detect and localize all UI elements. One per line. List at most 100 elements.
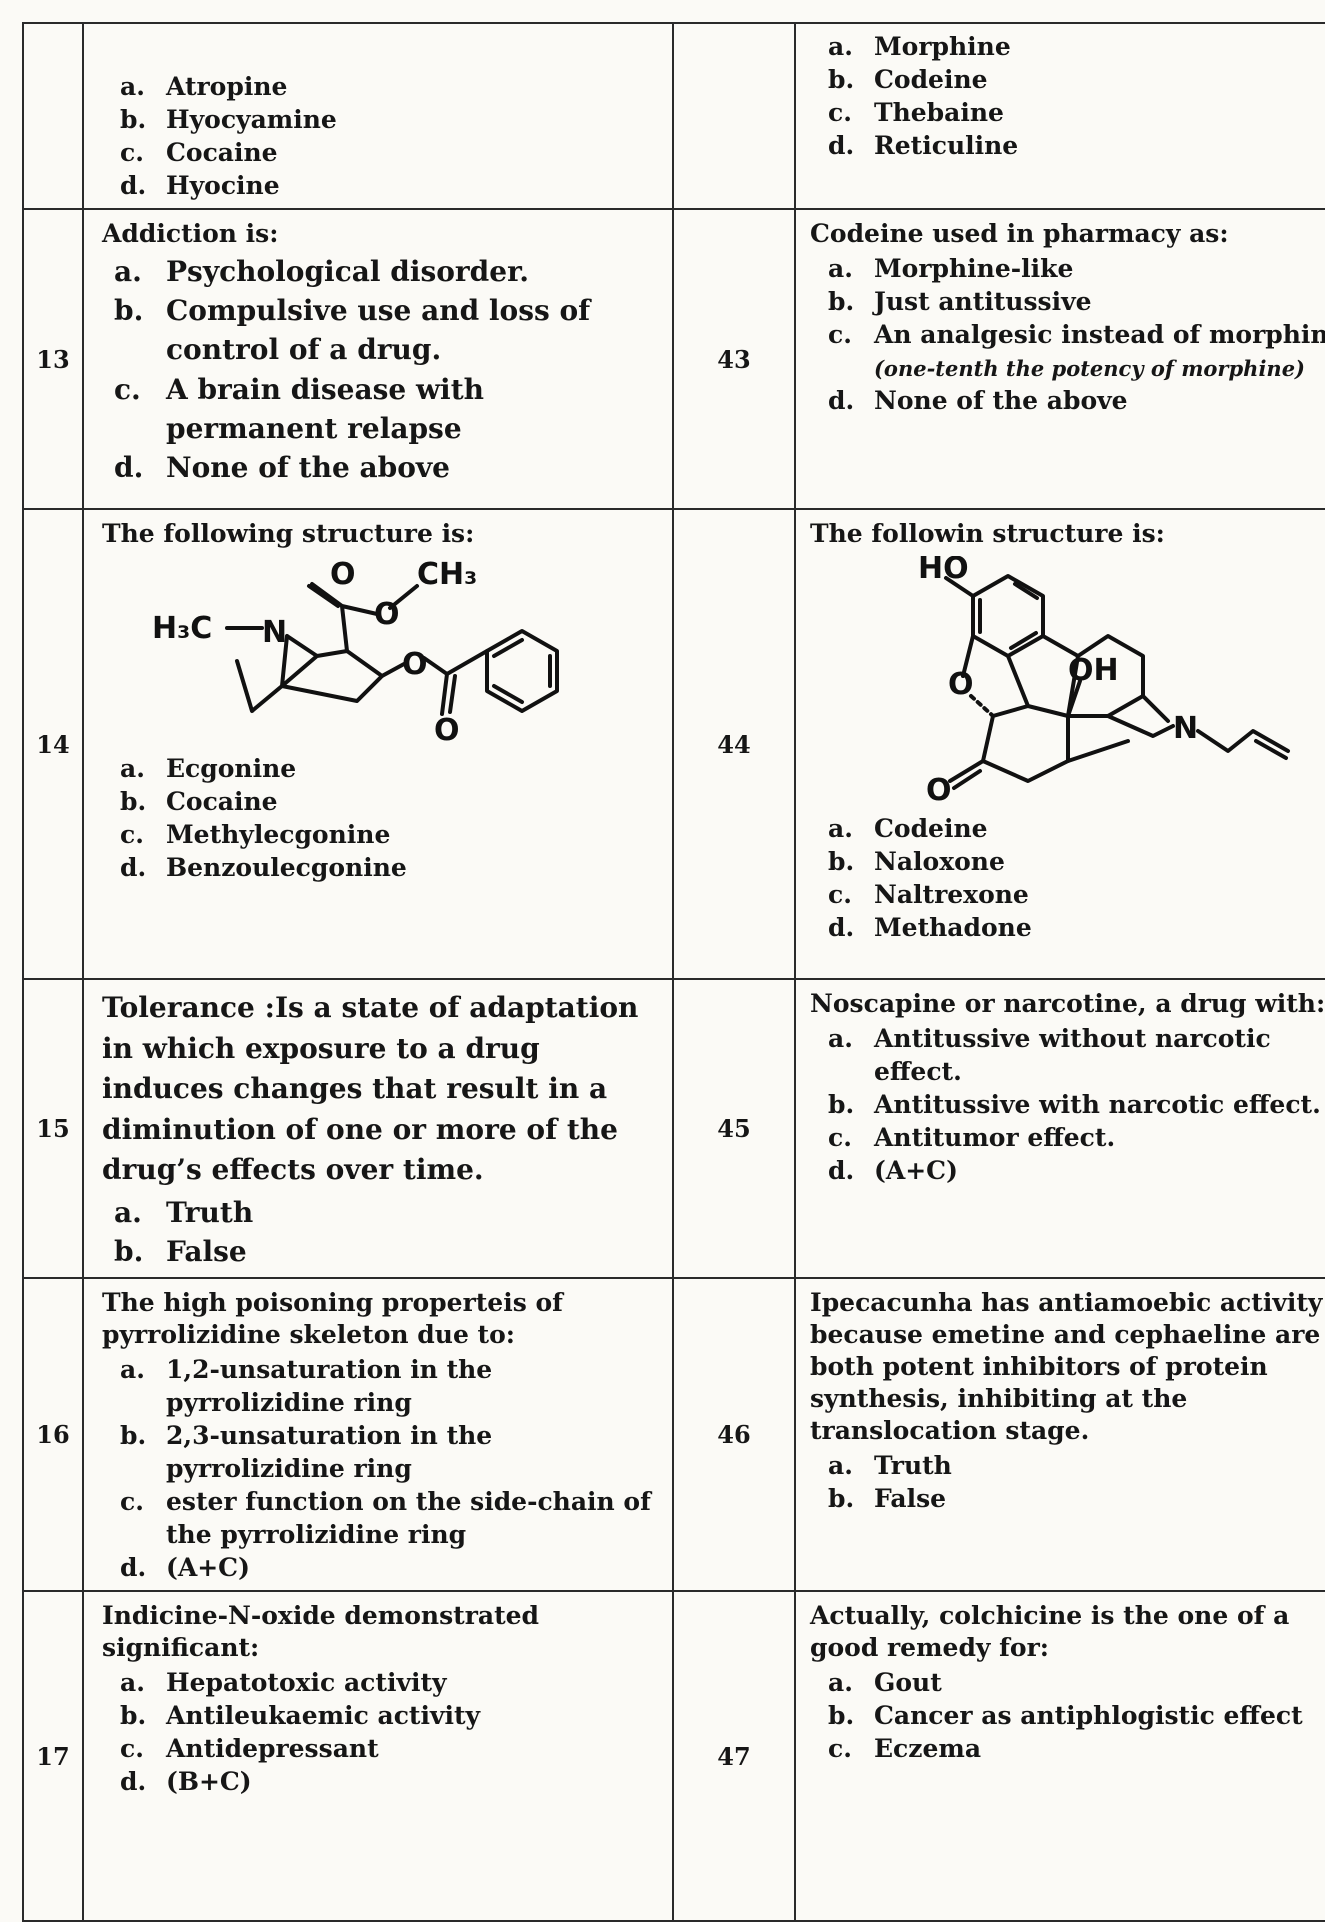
option-note: (one-tenth the potency of morphine) — [874, 356, 1305, 381]
option-list: a.Ecgonine b.Cocaine c.Methylecgonine d.… — [102, 752, 662, 884]
option-list: a.Morphine b.Codeine c.Thebaine d.Reticu… — [810, 30, 1325, 162]
ester-oxygen: O — [374, 597, 400, 632]
question-row: a.Atropine b.Hyocyamine c.Cocaine d.Hyoc… — [22, 22, 1325, 210]
option-c: c.A brain disease with permanent relapse — [114, 372, 484, 445]
hydroxyl-group: HO — [918, 556, 969, 586]
option-a: a.Antitussive without narcotic effect. — [828, 1024, 1271, 1086]
option-a: a.Truth — [828, 1451, 952, 1481]
benzoyl-oxygen: O — [434, 713, 460, 746]
option-list: a.Psychological disorder. b.Compulsive u… — [102, 252, 662, 487]
option-list: a.Antitussive without narcotic effect. b… — [810, 1022, 1325, 1187]
exam-sheet: a.Atropine b.Hyocyamine c.Cocaine d.Hyoc… — [22, 22, 1325, 1922]
question-cell: Codeine used in pharmacy as: a.Morphine-… — [794, 208, 1325, 510]
question-number: 13 — [22, 208, 84, 510]
question-number — [22, 22, 84, 210]
question-row: 17 Indicine-N-oxide demonstrated signifi… — [22, 1590, 1325, 1922]
option-b: b.Codeine — [828, 65, 988, 94]
option-c: c.Antidepressant — [120, 1734, 379, 1764]
option-d: d.None of the above — [114, 450, 450, 484]
option-c: c.Thebaine — [828, 98, 1004, 127]
option-d: d.Reticuline — [828, 131, 1019, 160]
option-d: d.(A+C) — [120, 1553, 250, 1583]
benzoate-oxygen: O — [402, 647, 428, 682]
carbonyl-oxygen: O — [330, 557, 356, 592]
option-b: b.False — [828, 1484, 947, 1514]
question-table: a.Atropine b.Hyocyamine c.Cocaine d.Hyoc… — [22, 22, 1325, 1922]
option-d: d.(B+C) — [120, 1767, 252, 1797]
question-number: 17 — [22, 1590, 84, 1922]
question-cell: The following structure is: O CH₃ O O O — [82, 508, 674, 980]
question-number: 14 — [22, 508, 84, 980]
nitrogen-atom: N — [262, 615, 287, 650]
question-cell: Actually, colchicine is the one of a goo… — [794, 1590, 1325, 1922]
n-methyl-group: H₃C — [152, 611, 212, 646]
option-c: c.Antitumor effect. — [828, 1123, 1116, 1152]
option-d: d.None of the above — [828, 386, 1128, 415]
question-stem: Codeine used in pharmacy as: — [810, 219, 1229, 248]
option-list: a.Gout b.Cancer as antiphlogistic effect… — [810, 1666, 1325, 1765]
question-number: 46 — [672, 1277, 796, 1593]
option-c: c.Cocaine — [120, 138, 278, 167]
question-stem: The high poisoning properteis of pyrroli… — [102, 1288, 563, 1350]
nitrogen-atom: N — [1173, 711, 1198, 746]
option-a: a.Ecgonine — [120, 754, 297, 783]
question-cell: The high poisoning properteis of pyrroli… — [82, 1277, 674, 1593]
option-b: b.Just antitussive — [828, 287, 1092, 316]
question-number — [672, 22, 796, 210]
option-c: c.An analgesic instead of morphine(one-t… — [828, 320, 1325, 381]
option-a: a.Truth — [114, 1195, 254, 1229]
question-cell: a.Morphine b.Codeine c.Thebaine d.Reticu… — [794, 22, 1325, 210]
option-b: b.Antileukaemic activity — [120, 1701, 481, 1731]
question-stem: The followin structure is: — [810, 519, 1165, 548]
question-cell: Addiction is: a.Psychological disorder. … — [82, 208, 674, 510]
option-b: b.Naloxone — [828, 847, 1005, 876]
hydroxyl-group: OH — [1068, 653, 1119, 688]
option-c: c.Naltrexone — [828, 880, 1029, 909]
question-number: 45 — [672, 977, 796, 1280]
question-stem: Ipecacunha has antiamoebic activity beca… — [810, 1288, 1323, 1446]
option-a: a.Codeine — [828, 814, 988, 843]
option-b: b.False — [114, 1235, 247, 1269]
option-b: b.Compulsive use and loss of control of … — [114, 294, 591, 367]
option-a: a.Morphine-like — [828, 254, 1074, 283]
question-number: 47 — [672, 1590, 796, 1922]
option-a: a.1,2-unsaturation in the pyrrolizidine … — [120, 1355, 493, 1418]
question-stem: The following structure is: — [102, 519, 475, 548]
question-number: 15 — [22, 977, 84, 1280]
question-stem: Addiction is: — [102, 219, 279, 248]
option-list: a.Truth b.False — [810, 1449, 1325, 1515]
question-stem: Tolerance :Is a state of adaptation in w… — [102, 991, 639, 1187]
question-number: 16 — [22, 1277, 84, 1593]
option-a: a.Atropine — [120, 72, 288, 101]
cocaine-structure: O CH₃ O O O H₃C N — [152, 557, 559, 746]
question-cell: The followin structure is: — [794, 508, 1325, 980]
option-b: b.Cancer as antiphlogistic effect — [828, 1701, 1303, 1731]
option-d: d.Hyocine — [120, 171, 280, 200]
question-stem: Actually, colchicine is the one of a goo… — [810, 1601, 1290, 1663]
option-list: a.Morphine-like b.Just antitussive c.An … — [810, 252, 1325, 417]
question-number: 44 — [672, 508, 796, 980]
keto-oxygen: O — [926, 773, 952, 806]
question-stem: Noscapine or narcotine, a drug with: — [810, 989, 1325, 1018]
option-a: a.Psychological disorder. — [114, 255, 530, 288]
question-stem: Indicine-N-oxide demonstrated significan… — [102, 1601, 540, 1663]
question-cell: Tolerance :Is a state of adaptation in w… — [82, 977, 674, 1280]
option-list: a.Codeine b.Naloxone c.Naltrexone d.Meth… — [810, 812, 1325, 944]
option-c: c.Eczema — [828, 1734, 982, 1764]
question-cell: Noscapine or narcotine, a drug with: a.A… — [794, 977, 1325, 1280]
option-a: a.Gout — [828, 1668, 942, 1698]
question-row: 15 Tolerance :Is a state of adaptation i… — [22, 977, 1325, 1280]
ether-oxygen: O — [948, 667, 974, 702]
option-b: b.Cocaine — [120, 787, 278, 816]
methyl-group: CH₃ — [417, 557, 477, 592]
naloxone-structure: HO O OH N O — [918, 556, 1290, 806]
question-cell: a.Atropine b.Hyocyamine c.Cocaine d.Hyoc… — [82, 22, 674, 210]
option-list: a.1,2-unsaturation in the pyrrolizidine … — [102, 1353, 662, 1584]
option-d: d.Methadone — [828, 913, 1032, 942]
option-b: b.Antitussive with narcotic effect. — [828, 1090, 1321, 1119]
question-number: 43 — [672, 208, 796, 510]
option-list: a.Atropine b.Hyocyamine c.Cocaine d.Hyoc… — [102, 70, 662, 202]
option-list: a.Hepatotoxic activity b.Antileukaemic a… — [102, 1666, 662, 1798]
option-b: b.2,3-unsaturation in the pyrrolizidine … — [120, 1421, 493, 1484]
question-row: 14 The following structure is: O CH₃ O O — [22, 508, 1325, 980]
